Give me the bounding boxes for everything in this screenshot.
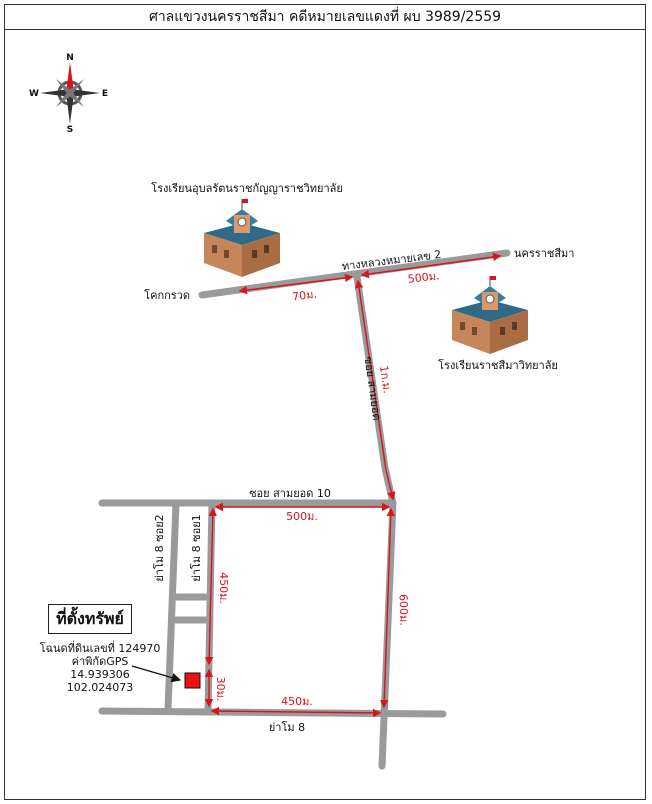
label-soi-samyot-10: ซอย สามยอด 10 [249, 487, 331, 500]
route-1km [354, 279, 396, 501]
route-500m-highway [360, 252, 502, 279]
compass-n-label: N [66, 53, 74, 63]
road-soi-samyot-continuation [378, 499, 397, 770]
map-title: ศาลแขวงนครราชสีมา คดีหมายเลขแดงที่ ผบ 39… [4, 4, 646, 30]
road-yamo-8-soi2 [164, 499, 180, 714]
route-600m [380, 507, 395, 709]
route-450m-bottom [210, 706, 382, 718]
label-khok-kruat: โคกกรวด [144, 288, 190, 302]
compass-w-label: W [29, 89, 39, 99]
route-70m [238, 273, 354, 295]
label-yamo-8-soi2: ย่าโม 8 ซอย2 [152, 514, 166, 581]
compass-rose-icon: N S E W [29, 53, 108, 135]
property-info: โฉนดที่ดินเลขที่ 124970 ค่าพิกัดGPS 14.9… [30, 642, 170, 694]
distance-500m-highway: 500ม. [407, 269, 440, 286]
property-latitude: 14.939306 [70, 668, 130, 681]
property-marker [184, 672, 201, 689]
distance-450m-vertical: 450ม. [217, 572, 230, 604]
distance-70m: 70ม. [291, 288, 317, 304]
label-yamo-8-soi1: ย่าโม 8 ซอย1 [189, 514, 203, 581]
distance-600m: 600ม. [396, 594, 410, 626]
distance-450m-bottom: 450ม. [281, 695, 313, 708]
label-yamo-8: ย่าโม 8 [269, 720, 305, 734]
property-deed-number: โฉนดที่ดินเลขที่ 124970 [39, 642, 161, 655]
map-frame [4, 4, 646, 800]
route-450m-vertical [204, 507, 218, 666]
property-longitude: 102.024073 [66, 681, 134, 694]
compass-s-label: S [67, 125, 73, 135]
label-school-1: โรงเรียนอุบลรัตนราชกัญญาราชวิทยาลัย [151, 181, 343, 195]
property-pointer-arrow [131, 665, 182, 683]
label-nakhon-ratchasima: นครราชสีมา [514, 247, 574, 260]
property-gps-label: ค่าพิกัดGPS [71, 655, 129, 668]
distance-500m-soi10: 500ม. [286, 510, 318, 523]
compass-e-label: E [102, 89, 108, 99]
distance-30m: 30ม. [214, 677, 227, 702]
school-building-icon [452, 276, 528, 354]
property-heading-box: ที่ตั้งทรัพย์ [48, 604, 132, 634]
label-school-2: โรงเรียนราชสีมาวิทยาลัย [438, 358, 558, 372]
distance-1km: 1ก.ม. [377, 365, 394, 394]
school-building-icon [204, 199, 280, 277]
